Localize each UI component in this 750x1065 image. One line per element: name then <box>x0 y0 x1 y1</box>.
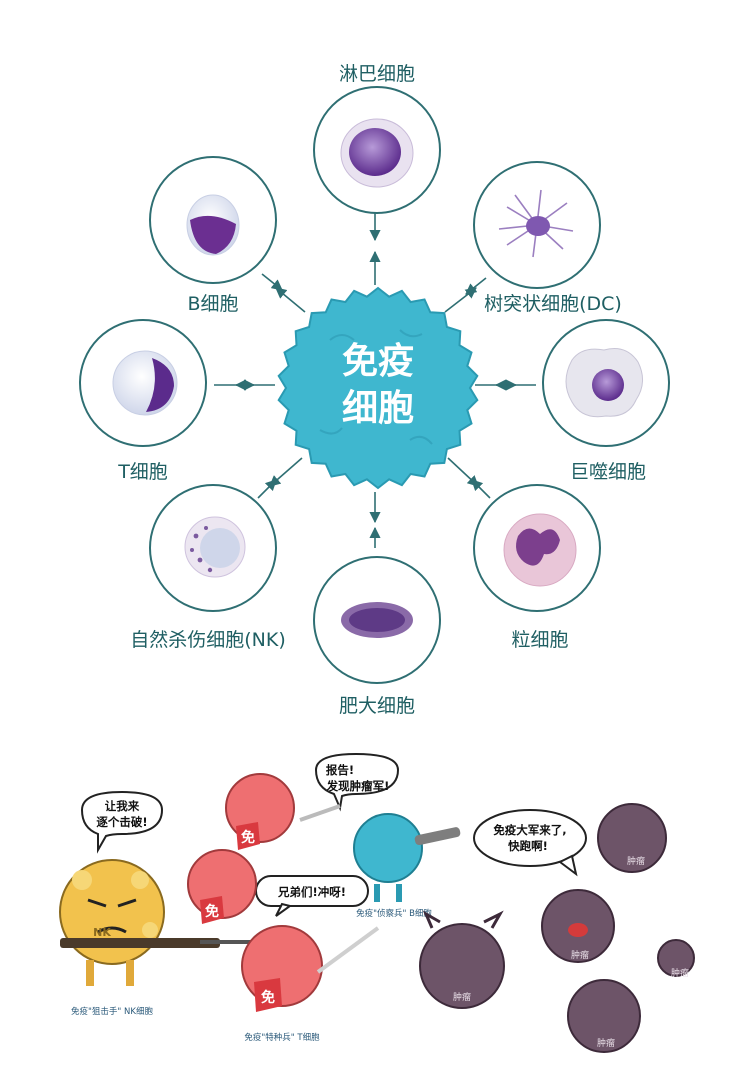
bubble-nk: 让我来 逐个击破! <box>80 790 164 854</box>
tumor-3: 肿瘤 <box>541 889 615 963</box>
node-nk: 自然杀伤细胞(NK) <box>130 484 286 651</box>
caption-scout: 免疫"侦察兵" B细胞 <box>356 908 432 919</box>
node-dendritic: 树突状细胞(DC) <box>473 161 622 315</box>
node-t-cell: T细胞 <box>79 319 207 483</box>
bubble-charge-line1: 兄弟们!冲呀! <box>277 885 346 899</box>
immune-cell-center: 免疫 细胞 <box>277 286 479 490</box>
immune-badge-1: 免 <box>241 829 255 846</box>
label-b-cell: B细胞 <box>187 293 238 315</box>
bubble-tumor: 免疫大军来了, 快跑啊! <box>473 809 587 877</box>
node-granulocyte: 粒细胞 <box>473 484 601 651</box>
label-macrophage: 巨噬细胞 <box>570 461 646 483</box>
tumor-4: 肿瘤 <box>657 939 695 979</box>
cartoon-scene: 让我来 逐个击破! 报告! 发现肿瘤军! 兄弟们!冲呀! 免疫大军来了, 快跑啊… <box>59 752 695 1053</box>
center-label-line2: 细胞 <box>342 388 414 429</box>
center-label-line1: 免疫 <box>342 341 414 382</box>
caption-nk: 免疫"狙击手" NK细胞 <box>71 1006 153 1017</box>
tumor-label-3: 肿瘤 <box>571 949 589 961</box>
label-granulocyte: 粒细胞 <box>511 629 568 651</box>
bubble-nk-line2: 逐个击破! <box>96 815 147 829</box>
node-b-cell: B细胞 <box>149 156 277 315</box>
bubble-report-line2: 发现肿瘤军! <box>326 779 390 793</box>
bubble-nk-line1: 让我来 <box>105 799 140 813</box>
tumor-1: 肿瘤 <box>419 910 505 1009</box>
immune-badge-3: 免 <box>261 989 275 1006</box>
tumor-characters: 肿瘤 肿瘤 肿瘤 肿瘤 肿瘤 <box>419 803 695 1053</box>
b-cell-character: 免疫"侦察兵" B细胞 <box>353 813 461 919</box>
diagram-arrows <box>214 213 536 548</box>
bubble-charge: 兄弟们!冲呀! <box>255 875 369 917</box>
arrow-to-b-cell <box>275 287 306 313</box>
label-dendritic: 树突状细胞(DC) <box>484 293 622 315</box>
node-macrophage: 巨噬细胞 <box>542 319 670 483</box>
label-lymphocyte: 淋巴细胞 <box>339 63 415 85</box>
t-cell-characters: 免 免 免 免疫"特种兵" T细胞 <box>187 773 380 1043</box>
node-lymphocyte: 淋巴细胞 <box>313 63 441 214</box>
caption-special: 免疫"特种兵" T细胞 <box>244 1032 320 1043</box>
bubble-report: 报告! 发现肿瘤军! <box>314 752 400 812</box>
bubble-tumor-line2: 快跑啊! <box>507 839 548 853</box>
label-mast: 肥大细胞 <box>339 695 415 717</box>
tumor-5: 肿瘤 <box>567 979 641 1053</box>
immune-badge-2: 免 <box>205 903 219 920</box>
bubble-tumor-line1: 免疫大军来了, <box>493 823 566 837</box>
nk-cell-character: NK 免疫"狙击手" NK细胞 <box>59 859 300 1017</box>
tumor-label-1: 肿瘤 <box>453 991 471 1003</box>
label-nk: 自然杀伤细胞(NK) <box>130 629 286 651</box>
bubble-report-line1: 报告! <box>326 763 354 777</box>
node-mast: 肥大细胞 <box>313 556 441 717</box>
label-t-cell: T细胞 <box>117 461 168 483</box>
nk-tag: NK <box>93 926 111 939</box>
arrow-to-dendritic <box>444 287 477 313</box>
center-blob <box>277 286 479 490</box>
tumor-label-2: 肿瘤 <box>627 855 645 867</box>
tumor-label-4: 肿瘤 <box>671 967 689 979</box>
tumor-label-5: 肿瘤 <box>597 1037 615 1049</box>
tumor-2: 肿瘤 <box>597 803 667 873</box>
